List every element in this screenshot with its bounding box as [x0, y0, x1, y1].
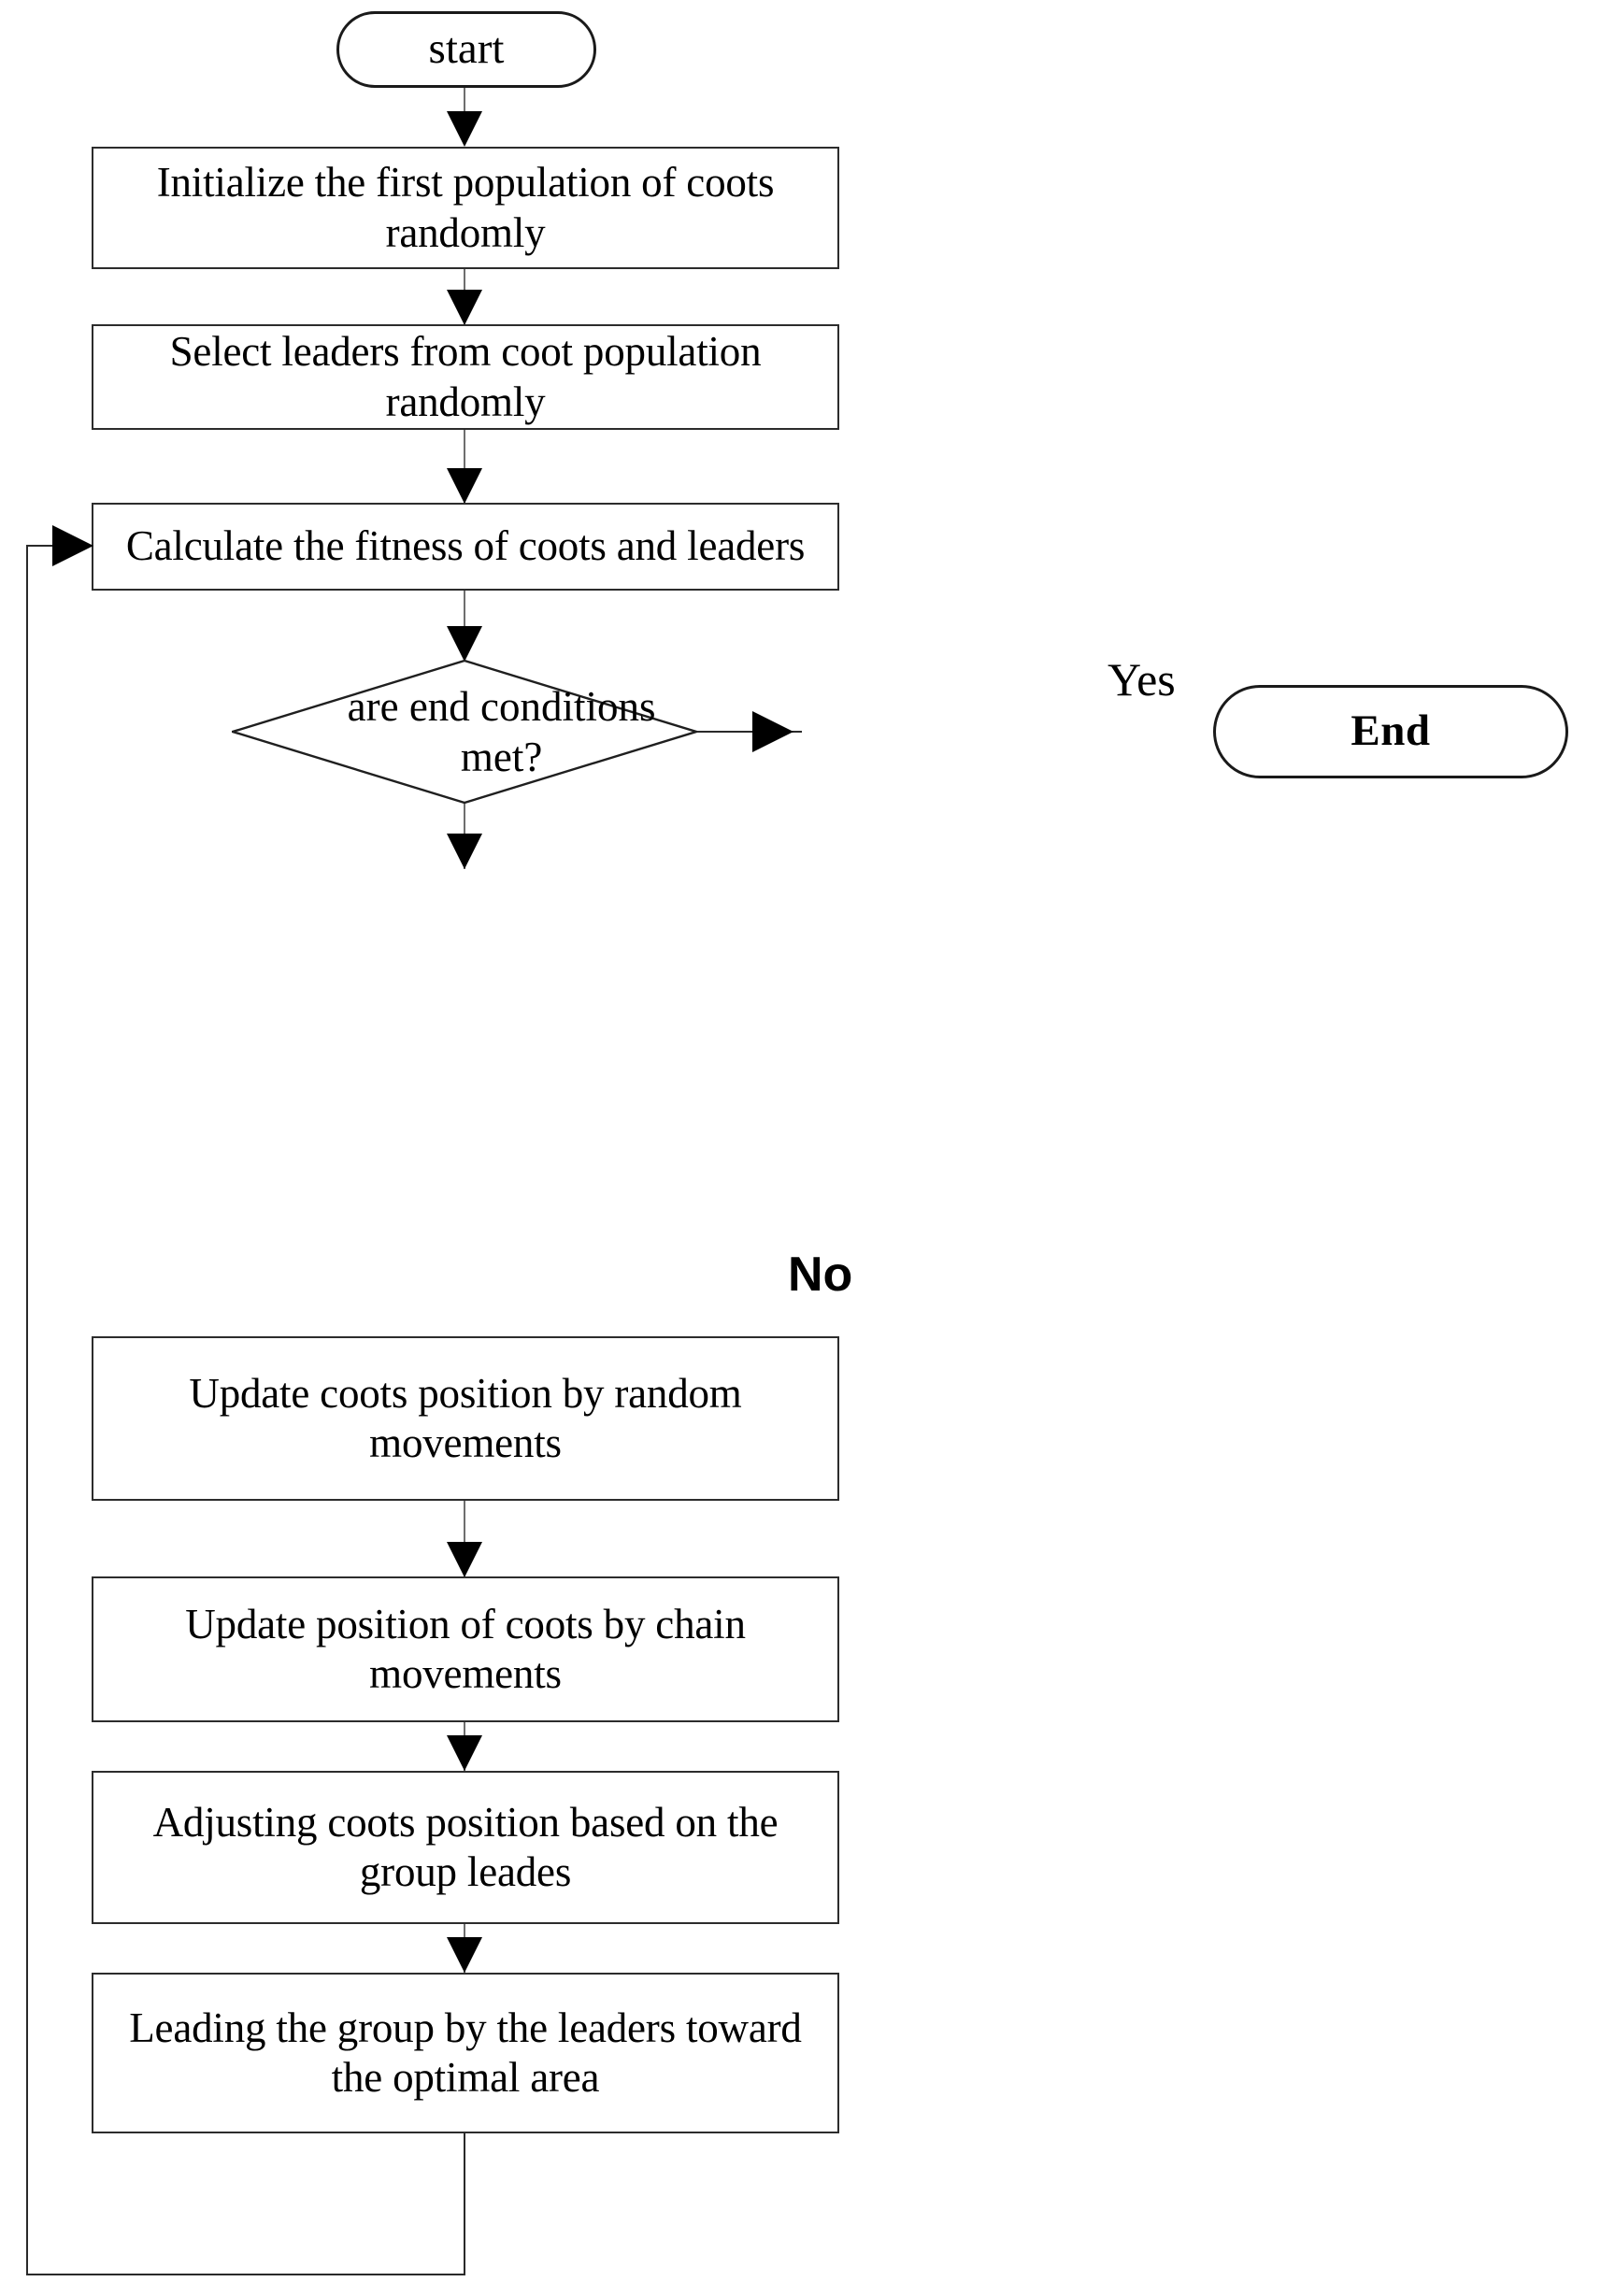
connector-start-to-initialize	[464, 88, 465, 133]
diamond-shape	[232, 660, 697, 804]
node-adjust-group-label: Adjusting coots position based on the gr…	[152, 1798, 779, 1895]
node-chain-movements-label: Update position of coots by chain moveme…	[185, 1600, 746, 1697]
decision-label-line1: are end conditions	[347, 683, 656, 730]
connector-select-to-calculate	[464, 430, 465, 504]
arrowhead-select-leaders	[447, 290, 482, 325]
connector-random-to-chain	[464, 1501, 465, 1577]
node-end-condition-decision[interactable]: are end conditions met?	[232, 660, 697, 804]
decision-label-line2: met?	[460, 734, 543, 780]
node-end[interactable]: End	[1213, 685, 1568, 778]
node-initialize-population-label: Initialize the first population of coots…	[156, 159, 775, 256]
node-end-label: End	[1351, 706, 1431, 756]
node-initialize-population[interactable]: Initialize the first population of coots…	[92, 147, 839, 269]
node-calculate-fitness-label: Calculate the fitness of coots and leade…	[125, 522, 806, 570]
arrowhead-leading-group	[447, 1937, 482, 1973]
node-leading-group-label: Leading the group by the leaders toward …	[129, 2004, 802, 2101]
edge-label-no: No	[788, 1248, 853, 1302]
connector-feedback-down	[464, 2133, 465, 2275]
arrowhead-adjust-group	[447, 1735, 482, 1771]
node-random-movements-label: Update coots position by random movement…	[189, 1369, 742, 1466]
node-calculate-fitness[interactable]: Calculate the fitness of coots and leade…	[92, 503, 839, 591]
node-end-condition-decision-label: are end conditions met?	[348, 681, 656, 782]
node-start-label: start	[428, 24, 505, 74]
connector-decision-to-end	[697, 731, 802, 733]
arrowhead-initialize	[447, 111, 482, 147]
arrowhead-random-movements	[447, 834, 482, 869]
node-random-movements[interactable]: Update coots position by random movement…	[92, 1336, 839, 1501]
node-adjust-group[interactable]: Adjusting coots position based on the gr…	[92, 1771, 839, 1924]
arrowhead-chain-movements	[447, 1542, 482, 1577]
connector-feedback-bottom	[26, 2274, 465, 2275]
node-leading-group[interactable]: Leading the group by the leaders toward …	[92, 1973, 839, 2133]
node-chain-movements[interactable]: Update position of coots by chain moveme…	[92, 1576, 839, 1722]
arrowhead-feedback-calculate-fitness	[52, 525, 93, 566]
connector-feedback-left	[26, 545, 28, 2275]
node-start[interactable]: start	[336, 11, 596, 88]
edge-label-yes: Yes	[1108, 653, 1176, 706]
arrowhead-calculate-fitness	[447, 468, 482, 504]
arrowhead-end	[752, 711, 793, 752]
node-select-leaders[interactable]: Select leaders from coot population rand…	[92, 324, 839, 430]
node-select-leaders-label: Select leaders from coot population rand…	[169, 328, 762, 425]
arrowhead-decision	[447, 626, 482, 662]
